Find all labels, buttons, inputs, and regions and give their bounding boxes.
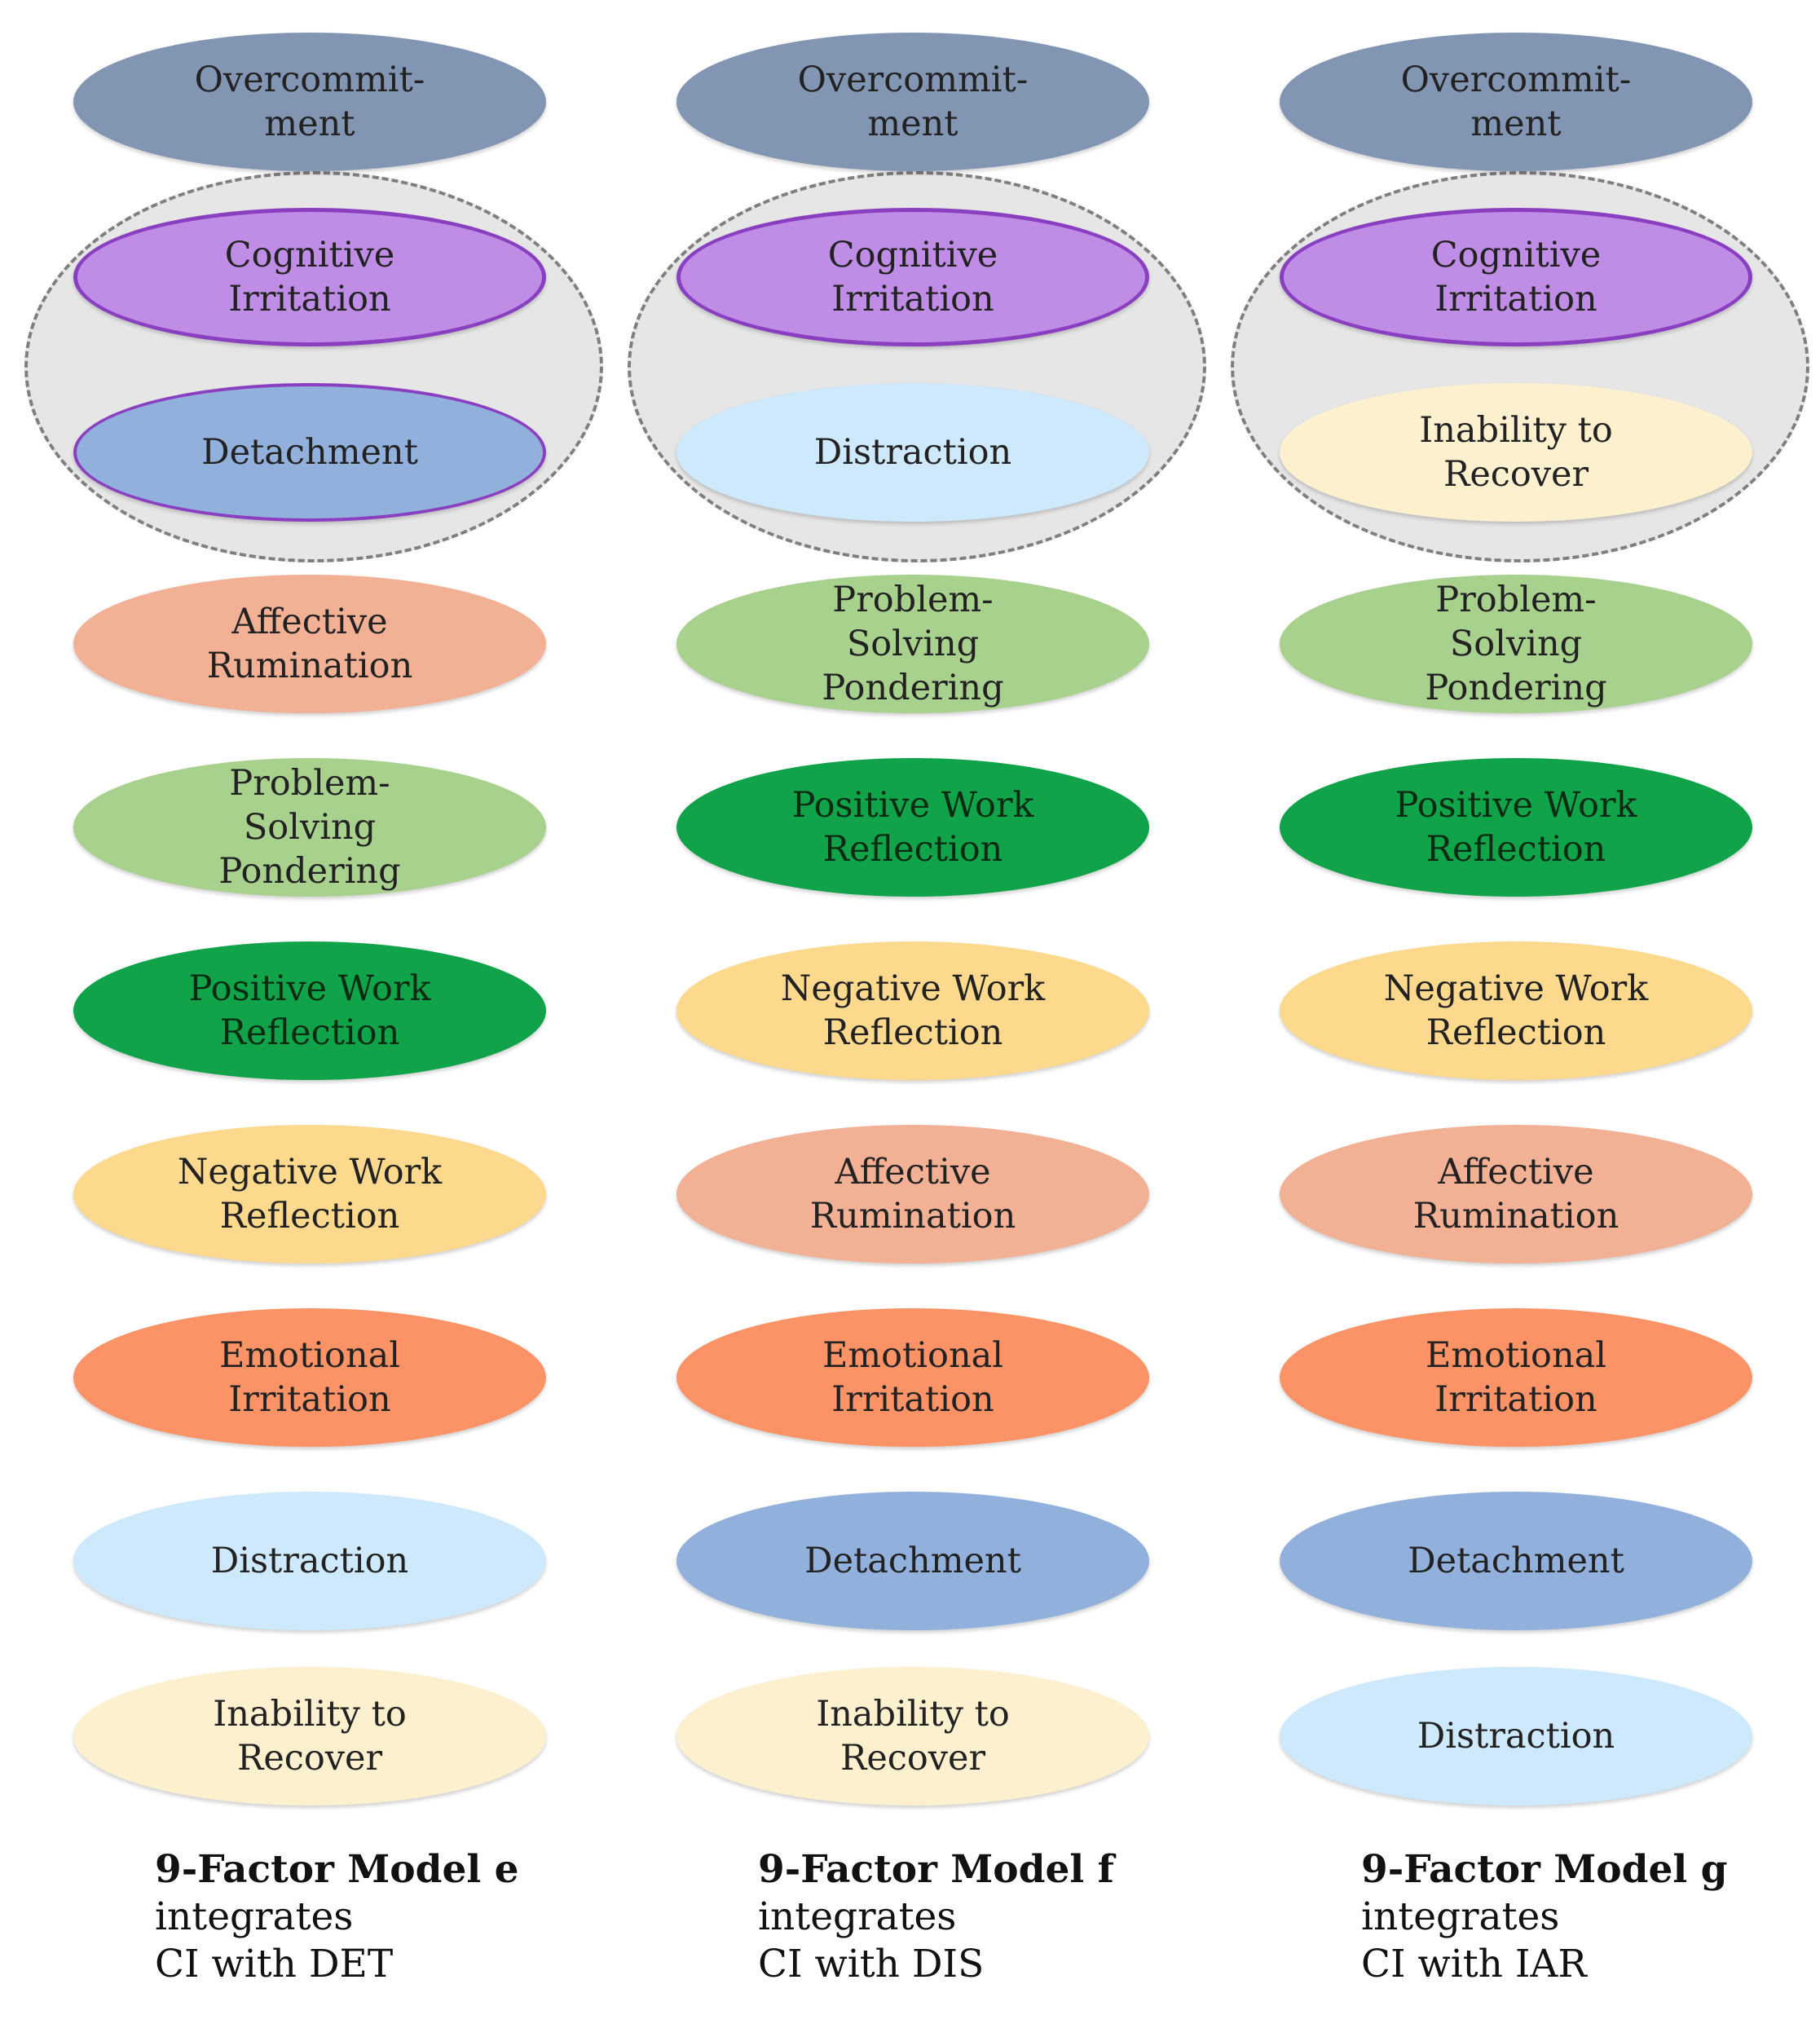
factor-cognitive-irritation: Cognitive Irritation xyxy=(1280,208,1752,346)
factor-overcommitment: Overcommit- ment xyxy=(1280,33,1752,171)
factor-positive-work-reflection: Positive Work Reflection xyxy=(676,758,1149,897)
factor-inability-to-recover: Inability to Recover xyxy=(676,1667,1149,1806)
caption-line: integrates xyxy=(1361,1894,1560,1939)
factor-emotional-irritation: Emotional Irritation xyxy=(1280,1308,1752,1447)
factor-detachment: Detachment xyxy=(73,383,546,522)
factor-overcommitment: Overcommit- ment xyxy=(73,33,546,171)
factor-cognitive-irritation: Cognitive Irritation xyxy=(676,208,1149,346)
caption-line: CI with IAR xyxy=(1361,1942,1587,1986)
factor-distraction: Distraction xyxy=(1280,1667,1752,1806)
factor-distraction: Distraction xyxy=(676,383,1149,522)
model-caption: 9-Factor Model f integrates CI with DIS xyxy=(758,1846,1214,1988)
model-title: 9-Factor Model e xyxy=(155,1847,519,1892)
model-f-column: Overcommit- ment Cognitive Irritation Di… xyxy=(603,0,1206,2037)
model-caption: 9-Factor Model g integrates CI with IAR xyxy=(1361,1846,1818,1988)
factor-negative-work-reflection: Negative Work Reflection xyxy=(676,941,1149,1080)
model-e-column: Overcommit- ment Cognitive Irritation De… xyxy=(0,0,603,2037)
factor-emotional-irritation: Emotional Irritation xyxy=(676,1308,1149,1447)
factor-positive-work-reflection: Positive Work Reflection xyxy=(1280,758,1752,897)
factor-detachment: Detachment xyxy=(676,1492,1149,1630)
factor-overcommitment: Overcommit- ment xyxy=(676,33,1149,171)
model-caption: 9-Factor Model e integrates CI with DET xyxy=(155,1846,611,1988)
factor-inability-to-recover: Inability to Recover xyxy=(73,1667,546,1806)
factor-affective-rumination: Affective Rumination xyxy=(676,1125,1149,1263)
model-g-column: Overcommit- ment Cognitive Irritation In… xyxy=(1206,0,1809,2037)
factor-positive-work-reflection: Positive Work Reflection xyxy=(73,941,546,1080)
factor-negative-work-reflection: Negative Work Reflection xyxy=(73,1125,546,1263)
factor-problem-solving-pondering: Problem- Solving Pondering xyxy=(1280,575,1752,713)
model-title: 9-Factor Model f xyxy=(758,1847,1114,1892)
factor-affective-rumination: Affective Rumination xyxy=(73,575,546,713)
caption-line: CI with DET xyxy=(155,1942,394,1986)
caption-line: integrates xyxy=(155,1894,354,1939)
factor-problem-solving-pondering: Problem- Solving Pondering xyxy=(676,575,1149,713)
factor-distraction: Distraction xyxy=(73,1492,546,1630)
factor-emotional-irritation: Emotional Irritation xyxy=(73,1308,546,1447)
factor-cognitive-irritation: Cognitive Irritation xyxy=(73,208,546,346)
factor-affective-rumination: Affective Rumination xyxy=(1280,1125,1752,1263)
factor-inability-to-recover: Inability to Recover xyxy=(1280,383,1752,522)
model-title: 9-Factor Model g xyxy=(1361,1847,1728,1892)
factor-problem-solving-pondering: Problem- Solving Pondering xyxy=(73,758,546,897)
caption-line: integrates xyxy=(758,1894,957,1939)
factor-detachment: Detachment xyxy=(1280,1492,1752,1630)
caption-line: CI with DIS xyxy=(758,1942,985,1986)
factor-negative-work-reflection: Negative Work Reflection xyxy=(1280,941,1752,1080)
